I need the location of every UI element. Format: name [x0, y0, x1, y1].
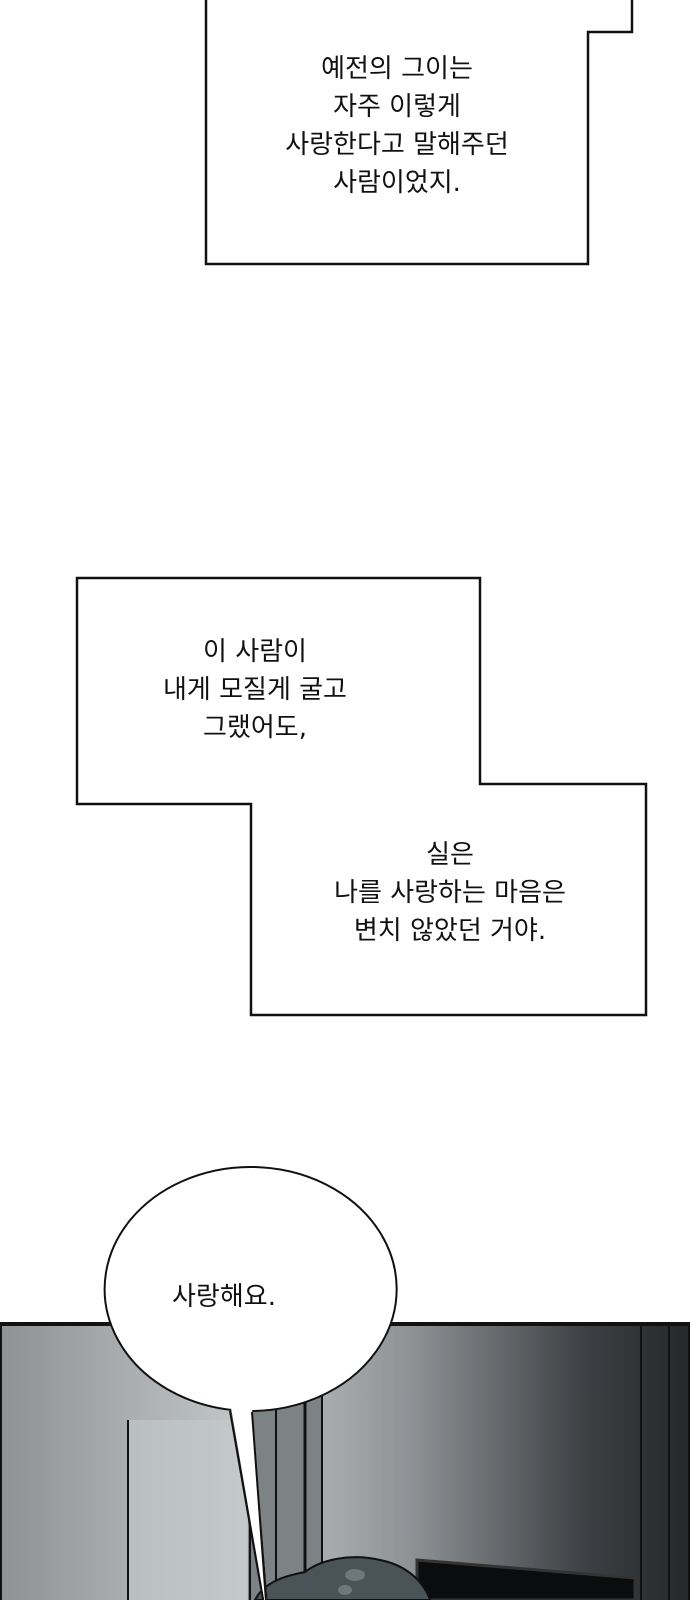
- caption-line: 자주 이렇게: [333, 92, 461, 122]
- caption-line: 내게 모질게 굴고: [163, 675, 347, 705]
- caption-line: 변치 않았던 거야.: [353, 916, 547, 946]
- caption-line: 나를 사랑하는 마음은: [334, 878, 566, 908]
- caption-line: 사람이었지.: [333, 168, 461, 198]
- caption-text-2: 이 사람이 내게 모질게 굴고 그랬어도,: [80, 633, 430, 747]
- caption-box-1: [204, 0, 634, 266]
- caption-line: 실은: [426, 840, 474, 870]
- caption-text-1: 예전의 그이는 자주 이렇게 사랑한다고 말해주던 사람이었지.: [206, 50, 588, 202]
- character-head: [253, 1556, 432, 1600]
- speech-bubble-text: 사랑해요.: [172, 1282, 276, 1312]
- caption-line: 이 사람이: [203, 637, 307, 667]
- caption-line: 그랬어도,: [203, 713, 307, 743]
- caption-text-3: 실은 나를 사랑하는 마음은 변치 않았던 거야.: [260, 836, 640, 950]
- caption-line: 예전의 그이는: [321, 54, 473, 84]
- caption-box-2: [75, 576, 648, 1017]
- caption-line: 사랑한다고 말해주던: [285, 130, 509, 160]
- speech-bubble-shape: [103, 1166, 398, 1600]
